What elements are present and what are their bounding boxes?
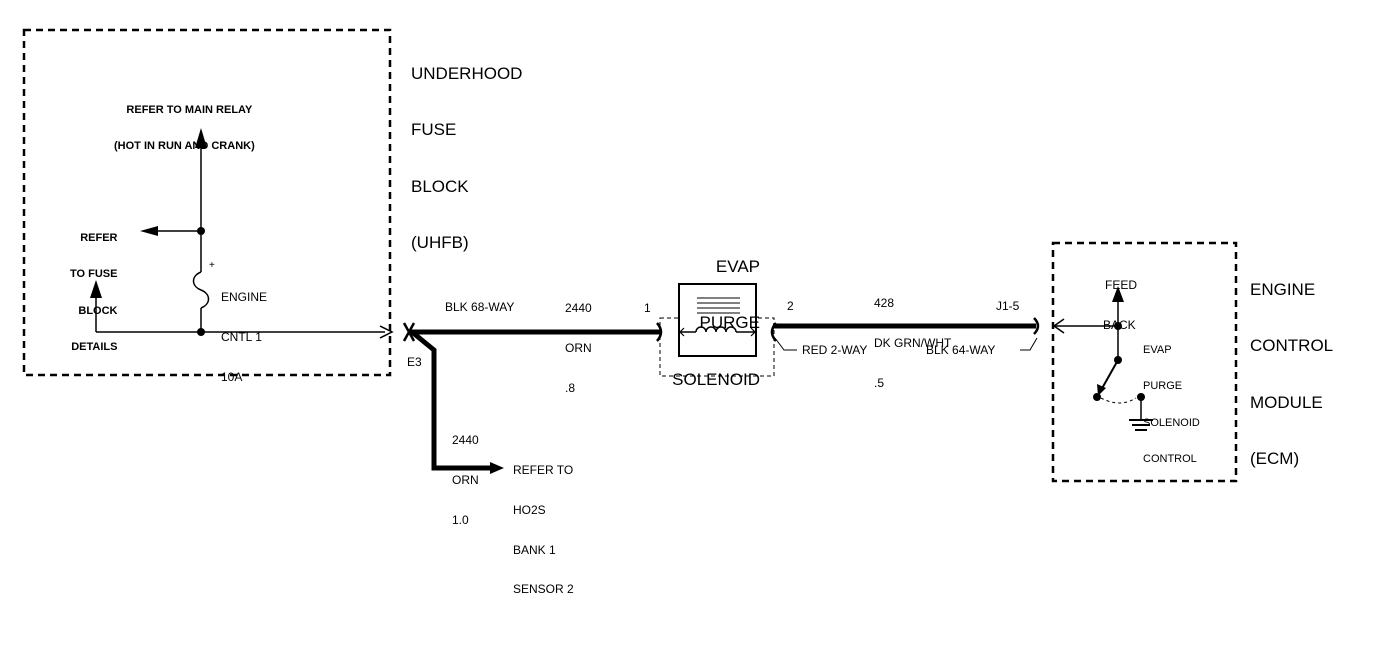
ecm-connector-icon xyxy=(1033,317,1040,335)
ho2s-ref-line: SENSOR 2 xyxy=(513,582,574,597)
wire-2440-10-line: ORN xyxy=(452,472,479,487)
wire-2440-08-label: 2440 ORN .8 xyxy=(565,276,592,408)
fuse-label-line: 10A xyxy=(221,369,243,384)
main-relay-line: (HOT IN RUN AND CRANK) xyxy=(114,140,255,153)
uhfb-label-line: (UHFB) xyxy=(411,232,469,252)
feedback-line: FEED xyxy=(1105,278,1138,293)
pin1-label: 1 xyxy=(644,301,651,315)
fuse-ref-line: DETAILS xyxy=(71,341,118,354)
fuse-plus-mark: + xyxy=(209,260,215,271)
switch-arrow-icon xyxy=(1097,384,1106,396)
e3-connector-icon xyxy=(402,322,416,342)
ho2s-arrow-icon xyxy=(490,462,504,474)
switch-contact-dot xyxy=(1093,393,1101,401)
ecm-label: ENGINE CONTROL MODULE (ECM) xyxy=(1250,244,1333,487)
uhfb-label: UNDERHOOD FUSE BLOCK (UHFB) xyxy=(411,28,522,271)
wire-428-line: DK GRN/WHT xyxy=(874,335,952,350)
wire-2440-10-label: 2440 ORN 1.0 xyxy=(452,408,479,540)
wire-428-line: .5 xyxy=(874,375,885,390)
fuse-ref-line: REFER xyxy=(80,232,118,245)
fuse-label-line: ENGINE xyxy=(221,290,268,305)
uhfb-label-line: FUSE xyxy=(411,120,457,140)
ho2s-ref-line: BANK 1 xyxy=(513,542,556,557)
uhfb-boundary xyxy=(22,28,392,377)
fuse-ref-arrow-icon xyxy=(140,226,158,236)
red2way-leader xyxy=(774,337,797,351)
ho2s-ref-line: REFER TO xyxy=(513,463,574,478)
fuse-ref-line: BLOCK xyxy=(78,304,118,317)
evap-ctrl-line: PURGE xyxy=(1143,380,1183,393)
uhfb-output-arrow-icon xyxy=(379,325,394,339)
ecm-label-line: MODULE xyxy=(1250,392,1323,412)
feedback-arrow-icon xyxy=(1112,286,1124,302)
solenoid-arrow-right-icon xyxy=(750,327,756,337)
fuse-label: ENGINE CNTL 1 10A xyxy=(221,265,267,397)
solenoid-label-line: SOLENOID xyxy=(672,369,760,389)
blk64-label: BLK 64-WAY xyxy=(926,343,996,357)
ecm-label-line: (ECM) xyxy=(1250,448,1300,468)
ho2s-ref-label: REFER TO HO2S BANK 1 SENSOR 2 xyxy=(513,438,574,609)
feedback-label: FEED BACK xyxy=(1103,253,1137,345)
switch-arm xyxy=(1099,359,1119,393)
wire-2440-10-line: 1.0 xyxy=(452,512,469,527)
wire-2440-08-line: ORN xyxy=(565,340,592,355)
solenoid-label-line: PURGE xyxy=(699,313,760,333)
solenoid-arrow-left-icon xyxy=(679,327,685,337)
feedback-line: BACK xyxy=(1103,317,1136,332)
switch-dashed-link xyxy=(1100,397,1137,404)
solenoid-left-terminal-icon xyxy=(656,322,663,342)
solenoid-box xyxy=(678,283,757,357)
left-up-arrow-icon xyxy=(90,280,102,298)
ecm-label-line: CONTROL xyxy=(1250,336,1334,356)
uhfb-label-line: BLOCK xyxy=(411,176,469,196)
evap-ctrl-line: SOLENOID xyxy=(1143,416,1200,429)
main-relay-label: REFER TO MAIN RELAY (HOT IN RUN AND CRAN… xyxy=(114,80,255,165)
wire-2440-08-line: 2440 xyxy=(565,301,592,316)
fuse-ref-label: REFER TO FUSE BLOCK DETAILS xyxy=(70,208,117,365)
wire-2440-10-line: 2440 xyxy=(452,433,479,448)
e3-label: E3 xyxy=(407,355,422,369)
fuse-ref-line: TO FUSE xyxy=(70,268,118,281)
conn-blk68-label: BLK 68-WAY xyxy=(445,300,515,314)
wire-2440-08-line: .8 xyxy=(565,380,576,395)
blk64-leader xyxy=(1020,337,1038,351)
evap-ctrl-line: CONTROL xyxy=(1143,453,1197,466)
fuse-label-line: CNTL 1 xyxy=(221,329,262,344)
solenoid-label-line: EVAP xyxy=(715,257,760,277)
wire-428-label: 428 DK GRN/WHT .5 xyxy=(874,271,951,403)
wire-2440-10 xyxy=(410,330,492,471)
ecm-label-line: ENGINE xyxy=(1250,280,1316,300)
main-relay-arrow-icon xyxy=(195,128,207,148)
pin2-label: 2 xyxy=(787,299,794,313)
uhfb-label-line: UNDERHOOD xyxy=(411,64,523,84)
wire-428-line: 428 xyxy=(874,296,895,311)
main-relay-line: REFER TO MAIN RELAY xyxy=(126,104,253,117)
ecm-boundary xyxy=(1051,241,1238,483)
evap-ctrl-label: EVAP PURGE SOLENOID CONTROL xyxy=(1143,320,1200,477)
fuse-icon xyxy=(192,271,210,309)
ho2s-ref-line: HO2S xyxy=(513,502,546,517)
solenoid-label: EVAP PURGE SOLENOID xyxy=(655,221,760,408)
solenoid-coil-icon xyxy=(695,326,737,333)
evap-ctrl-line: EVAP xyxy=(1143,344,1172,357)
red2way-label: RED 2-WAY xyxy=(802,343,868,357)
j15-label: J1-5 xyxy=(996,299,1020,313)
